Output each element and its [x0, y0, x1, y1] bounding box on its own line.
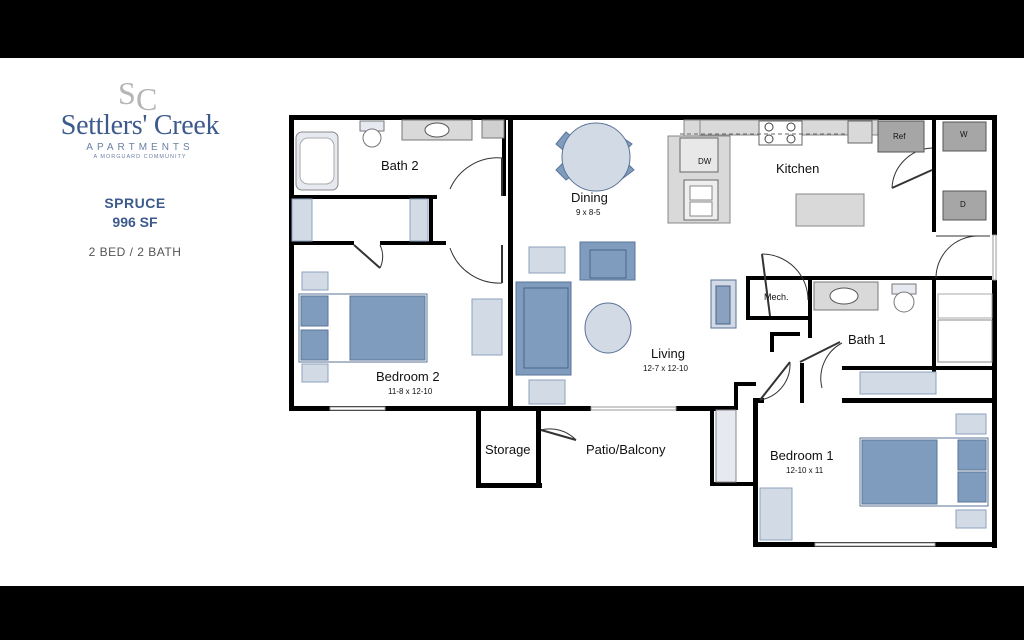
plan-beds-baths: 2 BED / 2 BATH: [88, 245, 182, 259]
bath1-fixtures: [813, 281, 993, 363]
label-dw: DW: [698, 157, 712, 166]
brand-subtitle: APARTMENTS: [86, 142, 194, 153]
plan-name: SPRUCE: [104, 195, 166, 211]
brand-block: S C Settlers' Creek APARTMENTS A MORGUAR…: [0, 58, 280, 259]
label-patio: Patio/Balcony: [586, 442, 666, 457]
label-washer: W: [960, 130, 968, 139]
label-bedroom2: Bedroom 2: [376, 369, 440, 384]
label-bedroom2-dim: 11-8 x 12-10: [388, 387, 433, 396]
label-dining-dim: 9 x 8-5: [576, 208, 601, 217]
label-dryer: D: [960, 200, 966, 209]
label-living-dim: 12-7 x 12-10: [643, 364, 688, 373]
door-swings: [353, 147, 990, 441]
label-living: Living: [651, 346, 685, 361]
kitchen-fixtures: [667, 119, 987, 227]
brand-name: Settlers' Creek: [60, 110, 220, 141]
label-ref: Ref: [893, 132, 906, 141]
bedroom1-furniture: [715, 371, 989, 541]
label-bath1: Bath 1: [848, 332, 886, 347]
label-dining: Dining: [571, 190, 608, 205]
label-bedroom1: Bedroom 1: [770, 448, 834, 463]
label-kitchen: Kitchen: [776, 161, 819, 176]
svg-text:C: C: [136, 81, 157, 114]
bedroom2-furniture: [291, 198, 503, 383]
label-mech: Mech.: [764, 292, 789, 302]
label-bedroom1-dim: 12-10 x 11: [786, 466, 824, 475]
label-bath2: Bath 2: [381, 158, 419, 173]
sc-monogram-logo: S C: [118, 75, 157, 114]
floorplan-drawing: Bath 2 Dining 9 x 8-5 Kitchen DW Ref W D…: [289, 115, 997, 548]
room-labels: Bath 2 Dining 9 x 8-5 Kitchen DW Ref W D…: [376, 130, 968, 475]
dining-table: [555, 122, 635, 192]
floorplan-canvas: S C Settlers' Creek APARTMENTS A MORGUAR…: [0, 58, 1024, 586]
bath2-fixtures: [295, 119, 505, 191]
svg-text:S: S: [118, 75, 136, 111]
brand-tagline: A MORGUARD COMMUNITY: [93, 154, 187, 160]
windows: [329, 234, 997, 547]
living-furniture: [515, 241, 737, 405]
label-storage: Storage: [485, 442, 531, 457]
plan-area: 996 SF: [112, 214, 158, 230]
